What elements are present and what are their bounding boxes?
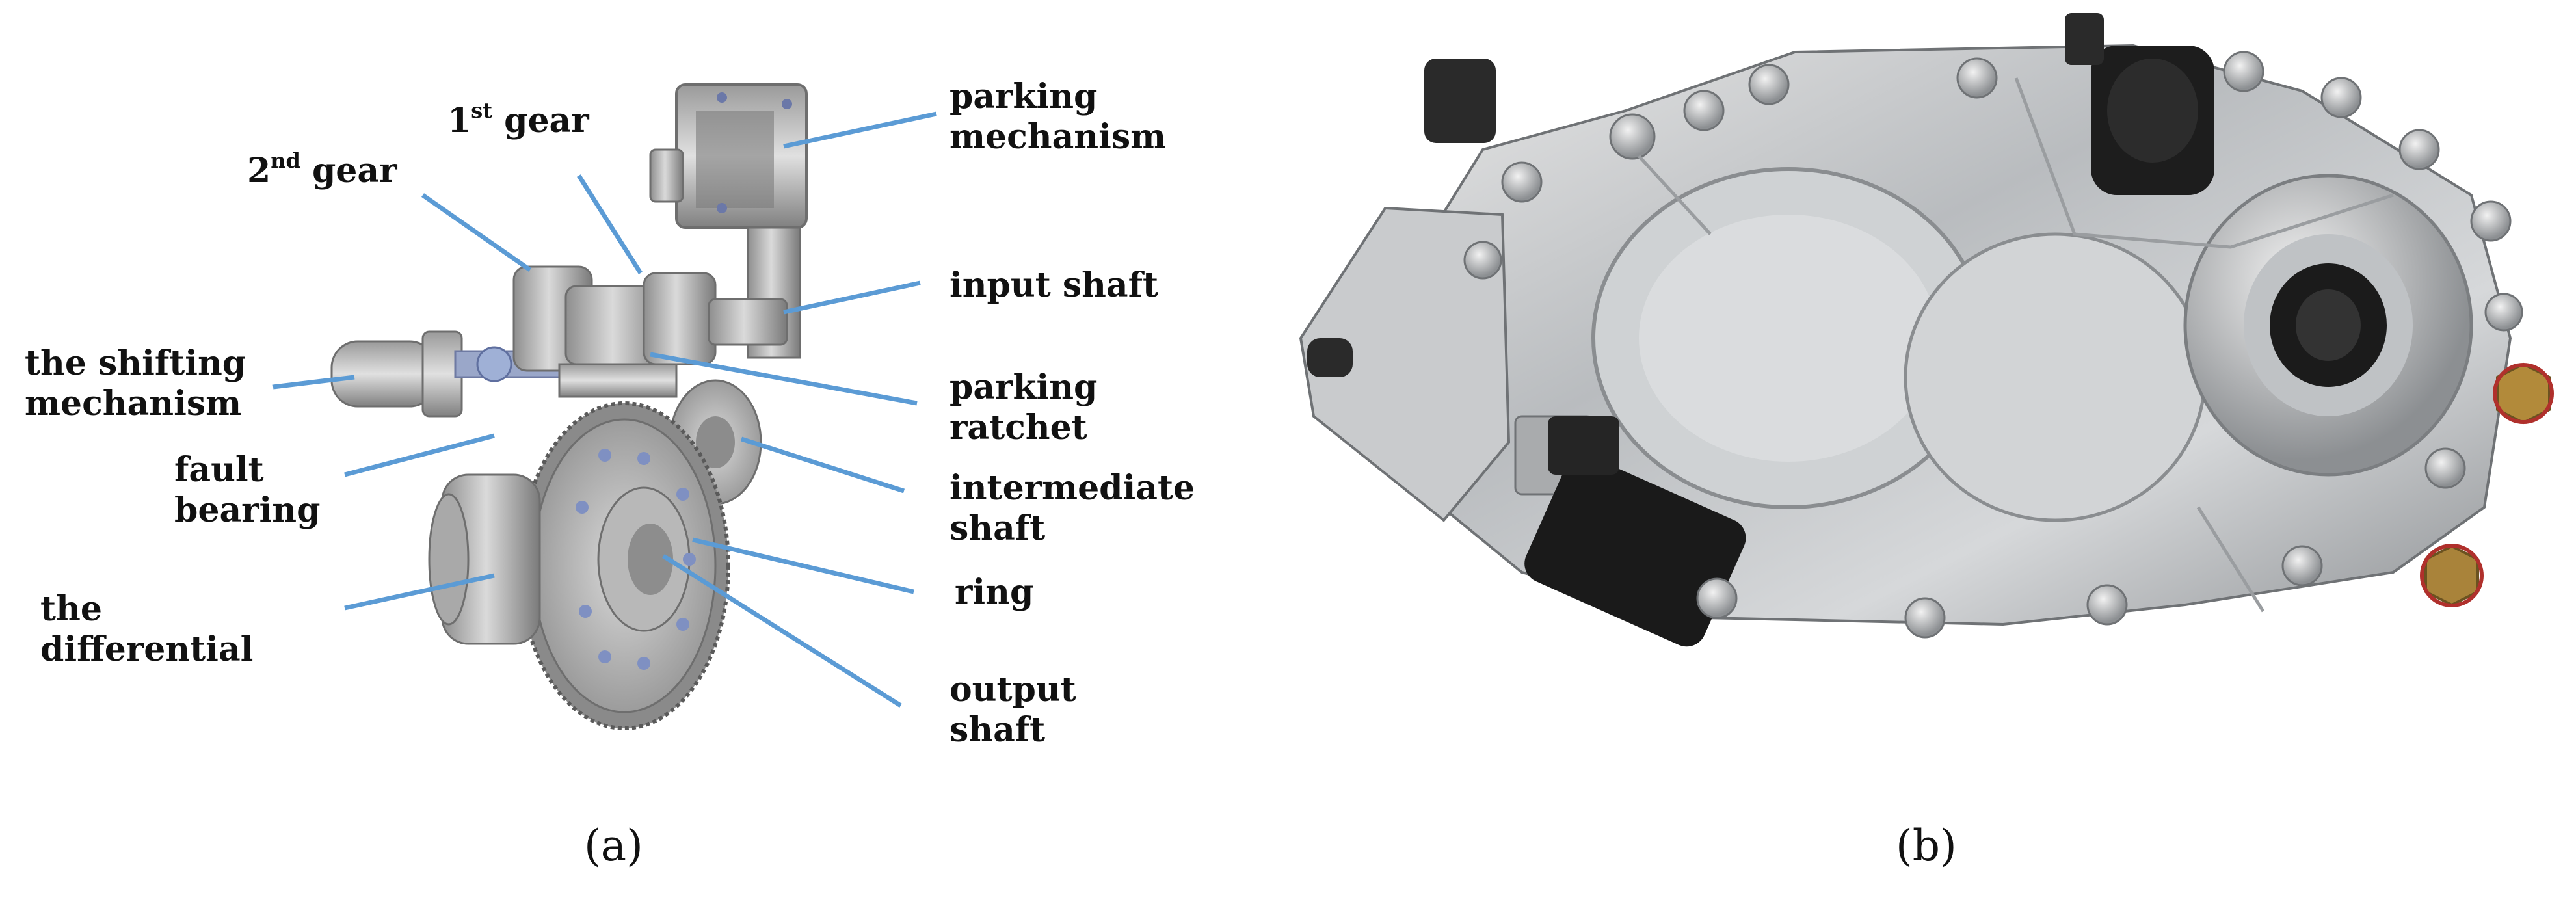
differential-housing xyxy=(428,473,541,645)
housing-ribs xyxy=(1638,77,2394,613)
panel-a-gearbox-diagram: parking mechanism 1st gear 2nd gear inpu… xyxy=(25,77,1195,871)
label-intermediate-shaft: intermediate shaft xyxy=(949,468,1195,548)
label-ring: ring xyxy=(955,572,1034,612)
top-sensor xyxy=(2065,13,2214,195)
drain-plugs xyxy=(2420,362,2554,607)
leader-shifting-mechanism xyxy=(272,375,355,390)
leader-intermediate-shaft xyxy=(740,436,905,494)
leader-input-shaft xyxy=(783,280,921,315)
input-shaft-gears xyxy=(512,265,788,372)
label-fault-bearing: fault bearing xyxy=(174,450,321,530)
leader-output-shaft xyxy=(662,554,902,708)
transmission-housing-image xyxy=(1299,13,2554,647)
label-second-gear: 2nd gear xyxy=(247,148,397,191)
label-input-shaft: input shaft xyxy=(949,265,1159,305)
panel-b-transmission-photo: (b) xyxy=(1288,0,2576,902)
label-parking-mechanism: parking mechanism xyxy=(949,77,1167,157)
caption-b: (b) xyxy=(1896,821,1957,871)
connector xyxy=(1424,59,1496,143)
gearbox-drawing xyxy=(272,83,937,730)
label-differential: the differential xyxy=(40,589,254,669)
leader-differential xyxy=(344,573,495,611)
leader-parking-mechanism xyxy=(783,111,937,149)
parking-mechanism-housing xyxy=(649,83,808,359)
label-shifting-mechanism: the shifting mechanism xyxy=(25,343,246,423)
differential-ring-gear xyxy=(518,401,730,730)
leader-ring xyxy=(692,537,914,594)
center-cover xyxy=(1904,232,2207,522)
leader-fault-bearing xyxy=(344,433,495,477)
caption-a: (a) xyxy=(584,821,643,871)
label-first-gear: 1st gear xyxy=(447,98,589,140)
bolt-bosses xyxy=(1463,51,2523,639)
leader-first-gear xyxy=(577,174,643,274)
label-parking-ratchet: parking ratchet xyxy=(949,367,1098,447)
leader-second-gear xyxy=(421,193,532,272)
control-module xyxy=(1299,206,1511,522)
label-output-shaft: output shaft xyxy=(949,670,1076,750)
leader-parking-ratchet xyxy=(650,352,918,406)
shift-motor xyxy=(1514,415,1746,647)
leader-lines xyxy=(272,111,937,708)
